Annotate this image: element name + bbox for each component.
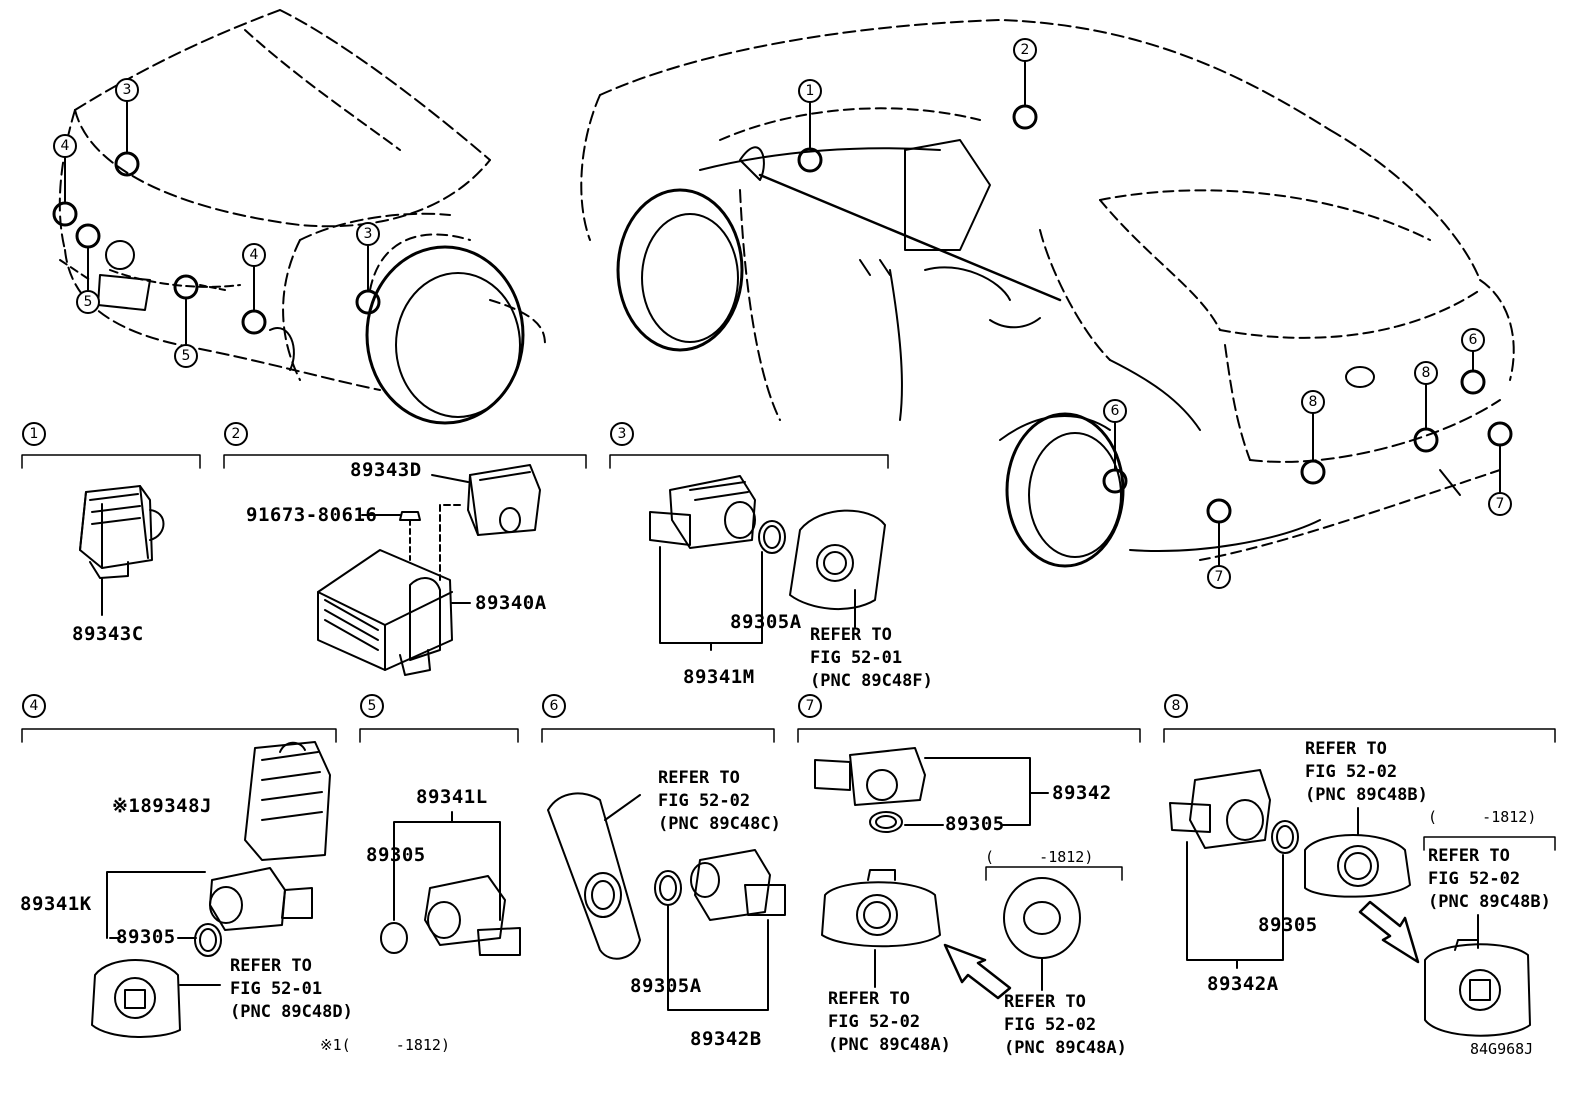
part-label-91673-80616: 91673-80616	[246, 504, 378, 526]
callout-3: 3	[356, 222, 380, 246]
part-label-89305A-s6: 89305A	[630, 975, 702, 997]
part-label-89343D: 89343D	[350, 459, 422, 481]
part-illustration-89340A	[317, 464, 541, 676]
section-5-callout: 5	[360, 694, 384, 718]
refer-note-s8a: REFER TO FIG 52-02 (PNC 89C48B)	[1305, 739, 1428, 805]
callout-2: 2	[1013, 38, 1037, 62]
section-1-callout: 1	[22, 422, 46, 446]
part-label-89305-s7: 89305	[945, 813, 1005, 835]
section-4-callout: 4	[22, 694, 46, 718]
part-label-89342B: 89342B	[690, 1028, 762, 1050]
part-label-89340A: 89340A	[475, 592, 547, 614]
part-illustration-89341K	[91, 741, 331, 1038]
part-label-89343C: 89343C	[72, 623, 144, 645]
date-note-s7: ( -1812)	[985, 848, 1094, 866]
part-label-89341M: 89341M	[683, 666, 755, 688]
date-note-s4: ※1( -1812)	[320, 1036, 450, 1054]
part-label-89341L: 89341L	[416, 786, 488, 808]
section-3-callout: 3	[610, 422, 634, 446]
callout-8: 8	[1414, 361, 1438, 385]
callout-5: 5	[76, 290, 100, 314]
date-note-s8: ( -1812)	[1428, 808, 1537, 826]
refer-note-s7b: REFER TO FIG 52-02 (PNC 89C48A)	[1004, 992, 1127, 1058]
refer-note-s7a: REFER TO FIG 52-02 (PNC 89C48A)	[828, 989, 951, 1055]
part-label-89341K: 89341K	[20, 893, 92, 915]
callout-7: 7	[1207, 565, 1231, 589]
part-illustration-89342B	[547, 792, 786, 1011]
callout-1: 1	[798, 79, 822, 103]
section-brackets	[21, 454, 1556, 881]
refer-note-s8b: REFER TO FIG 52-02 (PNC 89C48B)	[1428, 846, 1551, 912]
part-illustration-89343C	[79, 485, 165, 616]
callout-6: 6	[1461, 328, 1485, 352]
callout-4: 4	[53, 134, 77, 158]
front-car-illustration	[52, 9, 546, 425]
part-illustration-89341M	[649, 475, 886, 651]
part-label-89348J: ※189348J	[112, 795, 212, 817]
section-2-callout: 2	[224, 422, 248, 446]
part-label-89342A: 89342A	[1207, 973, 1279, 995]
callout-6: 6	[1103, 399, 1127, 423]
section-8-callout: 8	[1164, 694, 1188, 718]
diagram-code: 84G968J	[1470, 1040, 1534, 1058]
part-illustration-89342	[814, 747, 1081, 1000]
part-label-89305A: 89305A	[730, 611, 802, 633]
refer-note-s4: REFER TO FIG 52-01 (PNC 89C48D)	[230, 956, 353, 1022]
part-label-89305-s4: 89305	[116, 926, 176, 948]
section-7-callout: 7	[798, 694, 822, 718]
callout-3: 3	[115, 78, 139, 102]
callout-5: 5	[174, 344, 198, 368]
part-label-89305-s8: 89305	[1258, 914, 1318, 936]
part-label-89342: 89342	[1052, 782, 1112, 804]
part-label-89305-s5: 89305	[366, 844, 426, 866]
refer-note-s6: REFER TO FIG 52-02 (PNC 89C48C)	[658, 768, 781, 834]
callout-4: 4	[242, 243, 266, 267]
part-illustration-89341L	[380, 811, 521, 956]
callout-8: 8	[1301, 390, 1325, 414]
part-illustration-89342A	[1169, 769, 1531, 1037]
rear-car-illustration	[580, 19, 1515, 568]
section-6-callout: 6	[542, 694, 566, 718]
refer-note-s3: REFER TO FIG 52-01 (PNC 89C48F)	[810, 625, 933, 691]
callout-7: 7	[1488, 492, 1512, 516]
